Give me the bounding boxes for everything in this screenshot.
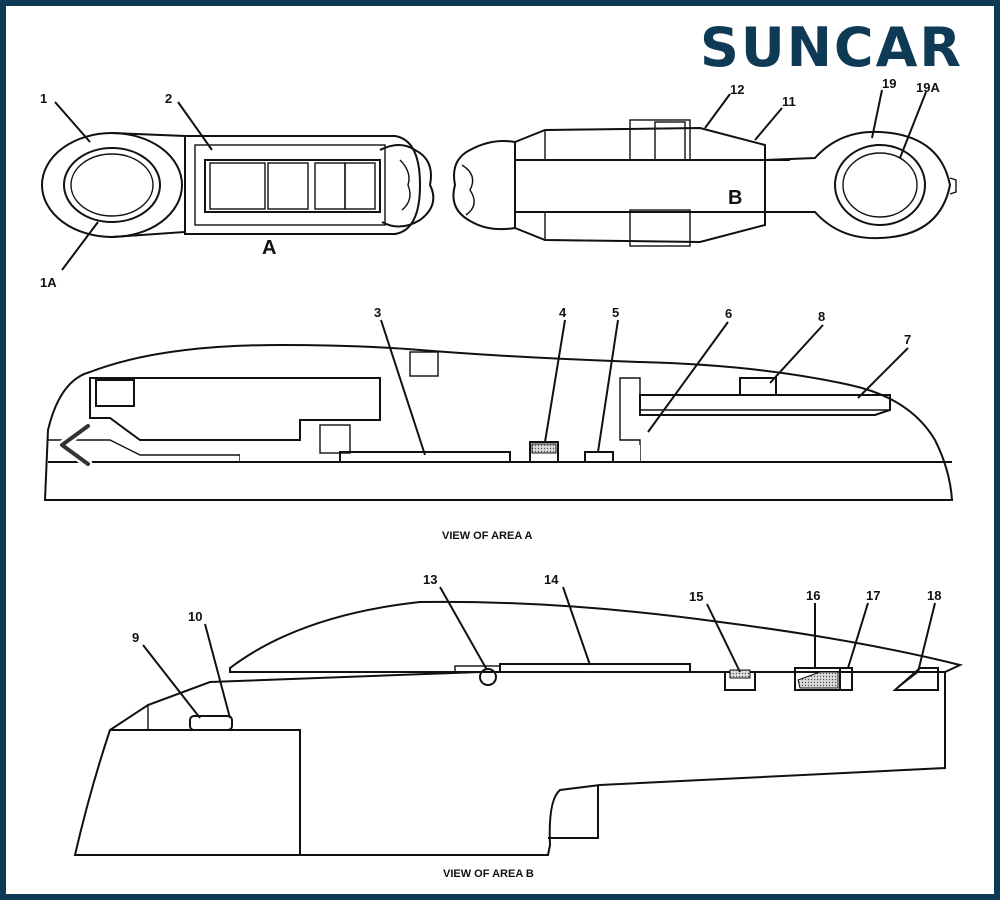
callout-5: 5 — [612, 305, 619, 320]
callout-13: 13 — [423, 572, 437, 587]
callout-10: 10 — [188, 609, 202, 624]
callout-6: 6 — [725, 306, 732, 321]
callout-3: 3 — [374, 305, 381, 320]
callout-4: 4 — [559, 305, 567, 320]
callout-9: 9 — [132, 630, 139, 645]
cylinder-head-end — [41, 132, 435, 238]
area-a-marker: A — [262, 237, 276, 259]
callout-2: 2 — [165, 91, 172, 106]
callout-8: 8 — [818, 309, 825, 324]
callout-7: 7 — [904, 332, 911, 347]
callout-18: 18 — [927, 588, 941, 603]
chevron-left-icon[interactable] — [44, 418, 94, 472]
area-a-section — [43, 319, 954, 501]
callout-19a: 19A — [916, 80, 940, 95]
callout-17: 17 — [866, 588, 880, 603]
cylinder-rod-end: B — [452, 119, 957, 247]
callout-1a: 1A — [40, 275, 57, 290]
callout-15: 15 — [689, 589, 703, 604]
brand-name: SUNCAR — [700, 16, 963, 79]
callout-14: 14 — [544, 572, 559, 587]
callout-19: 19 — [882, 76, 896, 91]
callout-12: 12 — [730, 82, 744, 97]
callout-1: 1 — [40, 91, 47, 106]
caption-area-a: VIEW OF AREA A — [442, 530, 533, 542]
callout-16: 16 — [806, 588, 820, 603]
area-b-section — [73, 586, 963, 856]
callout-11: 11 — [782, 94, 796, 109]
suncar-logo: SUNCAR — [700, 16, 963, 79]
caption-area-b: VIEW OF AREA B — [443, 868, 534, 880]
area-b-marker: B — [728, 187, 742, 209]
